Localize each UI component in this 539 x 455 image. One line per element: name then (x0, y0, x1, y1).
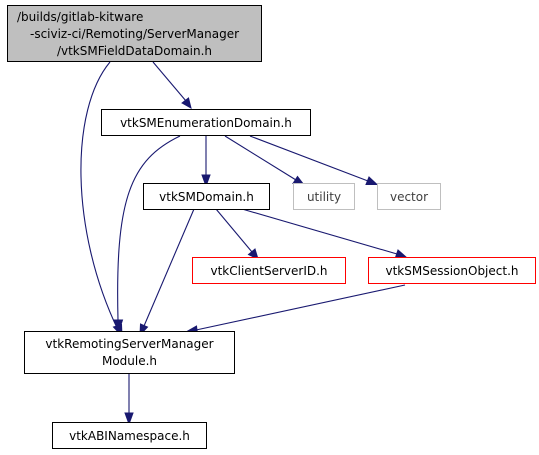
node-root-file[interactable]: /builds/gitlab-kitware -sciviz-ci/Remoti… (7, 5, 262, 62)
node-utility[interactable]: utility (293, 183, 355, 210)
edge-session-object-to-remoting-module (195, 284, 406, 331)
arrowhead-root-to-enumeration-domain (181, 97, 192, 109)
node-enumeration-domain-label: vtkSMEnumerationDomain.h (120, 116, 292, 130)
edge-enumeration-domain-to-remoting-module (117, 135, 181, 321)
edge-sm-domain-to-session-object (241, 208, 398, 255)
arrowhead-remoting-module-to-abi-namespace (124, 412, 134, 426)
node-remoting-module[interactable]: vtkRemotingServerManager Module.h (24, 331, 235, 374)
node-abi-namespace[interactable]: vtkABINamespace.h (52, 422, 207, 449)
node-sm-domain[interactable]: vtkSMDomain.h (143, 183, 270, 210)
node-session-object[interactable]: vtkSMSessionObject.h (368, 257, 536, 284)
node-abi-namespace-box (52, 422, 207, 449)
node-session-object-box (368, 257, 536, 284)
arrowhead-enumeration-domain-to-remoting-module (113, 319, 124, 334)
node-root-file-box (7, 5, 262, 62)
node-vector[interactable]: vector (377, 183, 441, 210)
node-abi-namespace-label: vtkABINamespace.h (69, 429, 190, 443)
node-remoting-module-line1: vtkRemotingServerManager (45, 337, 213, 351)
node-sm-domain-box (143, 183, 270, 210)
node-root-file-line1: /builds/gitlab-kitware (17, 10, 143, 24)
node-root-file-line2: -sciviz-ci/Remoting/ServerManager (30, 27, 239, 41)
node-client-server-id-label: vtkClientServerID.h (210, 264, 327, 278)
edge-sm-domain-to-remoting-module (143, 208, 195, 327)
edge-sm-domain-to-client-server-id (215, 208, 253, 253)
node-client-server-id-box (192, 257, 346, 284)
edge-enumeration-domain-to-vector (249, 135, 369, 182)
node-utility-box (293, 183, 355, 210)
edge-root-to-remoting-module (80, 61, 119, 331)
arrowhead-enumeration-domain-to-vector (365, 176, 379, 185)
arrowhead-enumeration-domain-to-sm-domain (201, 174, 211, 188)
arrowhead-sm-domain-to-client-server-id (247, 248, 259, 260)
node-remoting-module-box (24, 331, 235, 374)
node-enumeration-domain-box (101, 109, 311, 136)
arrowhead-sm-domain-to-session-object (394, 249, 408, 259)
node-vector-label: vector (390, 190, 428, 204)
node-session-object-label: vtkSMSessionObject.h (385, 264, 518, 278)
edge-enumeration-domain-to-utility (224, 135, 297, 181)
node-enumeration-domain[interactable]: vtkSMEnumerationDomain.h (101, 109, 311, 136)
node-utility-label: utility (307, 190, 341, 204)
node-vector-box (377, 183, 441, 210)
edges (80, 61, 408, 426)
node-root-file-line3: /vtkSMFieldDataDomain.h (57, 44, 212, 58)
node-sm-domain-label: vtkSMDomain.h (159, 190, 254, 204)
edge-root-to-enumeration-domain (152, 61, 187, 102)
node-remoting-module-line2: Module.h (102, 354, 157, 368)
node-client-server-id[interactable]: vtkClientServerID.h (192, 257, 346, 284)
